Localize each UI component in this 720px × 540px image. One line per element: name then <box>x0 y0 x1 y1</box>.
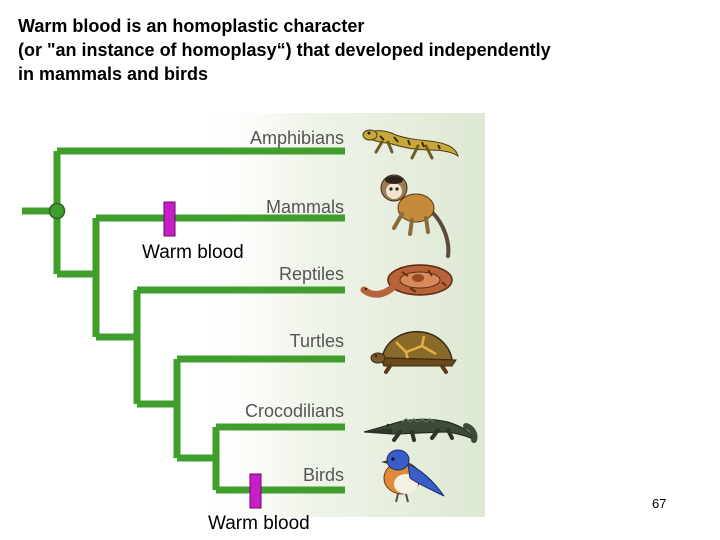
salamander-icon <box>362 129 459 160</box>
title-line-1: Warm blood is an homoplastic character <box>18 16 365 36</box>
warm-blood-label-mammals: Warm blood <box>142 242 244 263</box>
tree-branches <box>22 147 345 494</box>
turtle-icon <box>370 330 457 374</box>
warm-blood-marker-birds <box>249 473 262 509</box>
taxon-label-crocodilians: Crocodilians <box>245 401 344 421</box>
figure-panel <box>195 113 485 517</box>
warm-blood-label-birds: Warm blood <box>208 513 310 534</box>
root-node <box>48 202 66 220</box>
slide-title: Warm blood is an homoplastic character (… <box>18 14 638 86</box>
slide-number: 67 <box>652 496 667 511</box>
taxon-label-amphibians: Amphibians <box>250 128 344 148</box>
crocodile-icon <box>363 418 478 443</box>
bird-icon <box>381 449 445 503</box>
snake-icon <box>360 264 453 298</box>
taxon-label-reptiles: Reptiles <box>279 264 344 284</box>
taxon-label-mammals: Mammals <box>266 197 344 217</box>
monkey-icon <box>380 174 451 258</box>
taxon-label-birds: Birds <box>303 465 344 485</box>
title-line-3: in mammals and birds <box>18 64 209 84</box>
title-line-2: (or "an instance of homoplasy“) that dev… <box>18 40 551 60</box>
warm-blood-marker-mammals <box>163 201 176 237</box>
taxon-label-turtles: Turtles <box>290 331 344 351</box>
